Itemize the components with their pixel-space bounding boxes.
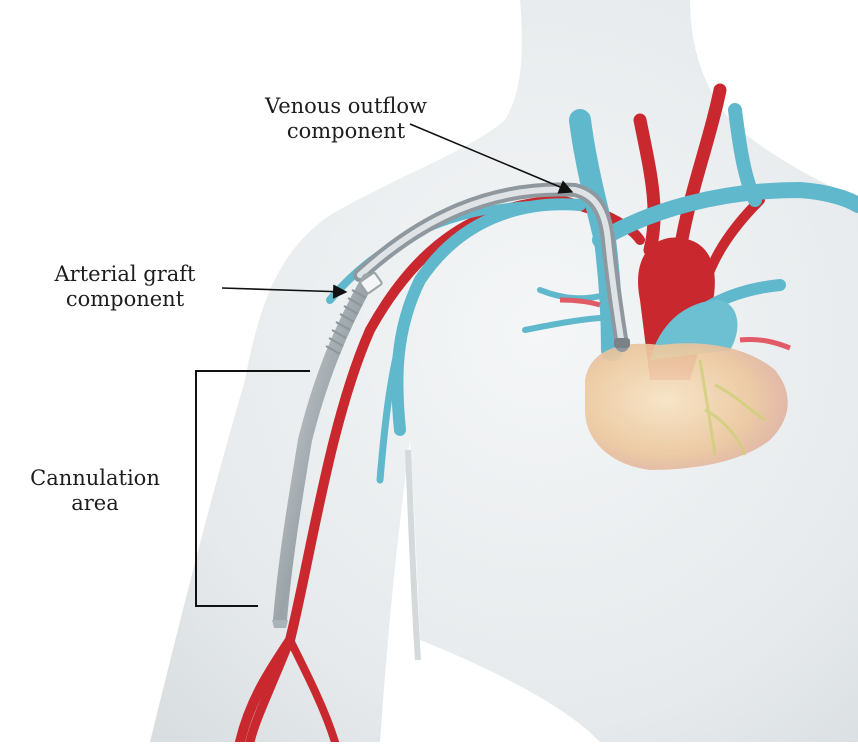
graft-anastomosis: [272, 620, 288, 628]
outflow-tip: [614, 338, 630, 348]
venous-outflow-label-line1: Venous outflow: [196, 94, 496, 119]
cannulation-area-label-line1: Cannulation: [0, 466, 190, 491]
arterial-graft-label-line2: component: [20, 287, 230, 312]
cannulation-area-label-line2: area: [0, 491, 190, 516]
arterial-graft-label: Arterial graft component: [20, 262, 230, 312]
venous-outflow-label: Venous outflow component: [196, 94, 496, 144]
venous-outflow-label-line2: component: [196, 119, 496, 144]
arterial-graft-label-line1: Arterial graft: [20, 262, 230, 287]
cannulation-area-label: Cannulation area: [0, 466, 190, 516]
